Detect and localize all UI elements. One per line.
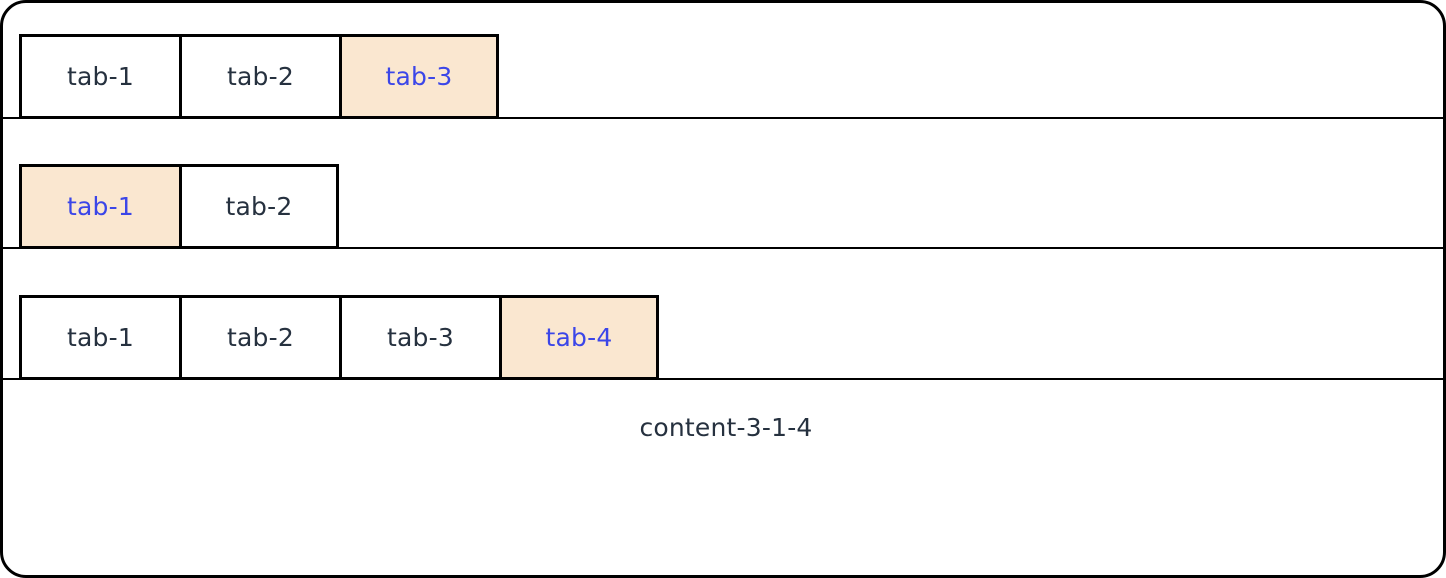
- tabbar-middle: tab-1 tab-2: [19, 164, 339, 249]
- tab-label: tab-1: [67, 192, 134, 221]
- tab-label: tab-1: [67, 62, 134, 91]
- tab-label: tab-2: [225, 192, 293, 221]
- tabbar-rule-inner: [3, 378, 1443, 380]
- tab-label: tab-2: [227, 62, 294, 91]
- tab-middle-1[interactable]: tab-1: [19, 164, 179, 249]
- tabbar-inner: tab-1 tab-2 tab-3 tab-4: [19, 295, 659, 380]
- tabbar-rule-outer: [3, 117, 1443, 119]
- tab-label: tab-1: [67, 323, 134, 352]
- tab-middle-2[interactable]: tab-2: [179, 164, 339, 249]
- tab-inner-4[interactable]: tab-4: [499, 295, 659, 380]
- tab-inner-2[interactable]: tab-2: [179, 295, 339, 380]
- tab-label: tab-3: [387, 323, 454, 352]
- tab-outer-1[interactable]: tab-1: [19, 34, 179, 119]
- tabbar-outer: tab-1 tab-2 tab-3: [19, 34, 499, 119]
- tab-panel: content-3-1-4: [3, 413, 1443, 442]
- nested-tabs-stack: tab-1 tab-2 tab-3 tab-1 tab-2 tab-1: [3, 3, 1443, 575]
- tab-inner-1[interactable]: tab-1: [19, 295, 179, 380]
- tab-outer-3[interactable]: tab-3: [339, 34, 499, 119]
- tab-outer-2[interactable]: tab-2: [179, 34, 339, 119]
- tab-label: tab-3: [385, 62, 453, 91]
- tab-inner-3[interactable]: tab-3: [339, 295, 499, 380]
- tabbar-rule-middle: [3, 247, 1443, 249]
- tab-label: tab-2: [227, 323, 294, 352]
- tab-label: tab-4: [545, 323, 613, 352]
- tab-panel-text: content-3-1-4: [639, 413, 813, 442]
